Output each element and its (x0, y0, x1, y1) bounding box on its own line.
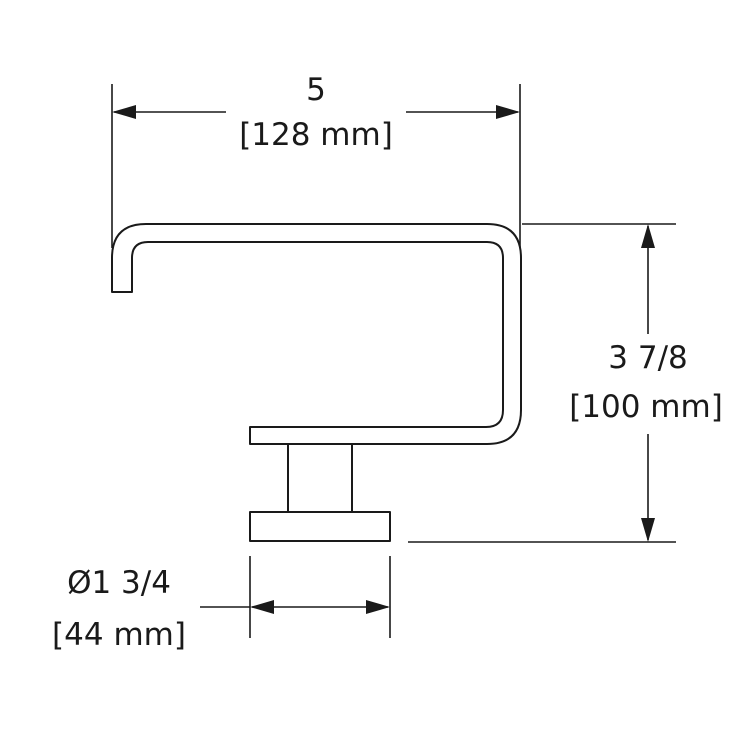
base-disc (249, 511, 391, 542)
width-imperial-label: 5 (306, 72, 326, 108)
hook-arm-outline (111, 223, 522, 445)
diameter-arrow-right (366, 600, 390, 614)
standoff-post (287, 443, 353, 513)
height-arrow-bottom (641, 518, 655, 542)
diameter-metric-label: [44 mm] (52, 617, 186, 653)
height-imperial-label: 3 7/8 (608, 340, 687, 376)
height-metric-label: [100 mm] (569, 389, 723, 425)
width-arrow-left (112, 105, 136, 119)
width-metric-label: [128 mm] (239, 117, 393, 153)
diameter-imperial-label: Ø1 3/4 (67, 565, 171, 601)
height-arrow-top (641, 224, 655, 248)
diameter-arrow-left (250, 600, 274, 614)
width-arrow-right (496, 105, 520, 119)
